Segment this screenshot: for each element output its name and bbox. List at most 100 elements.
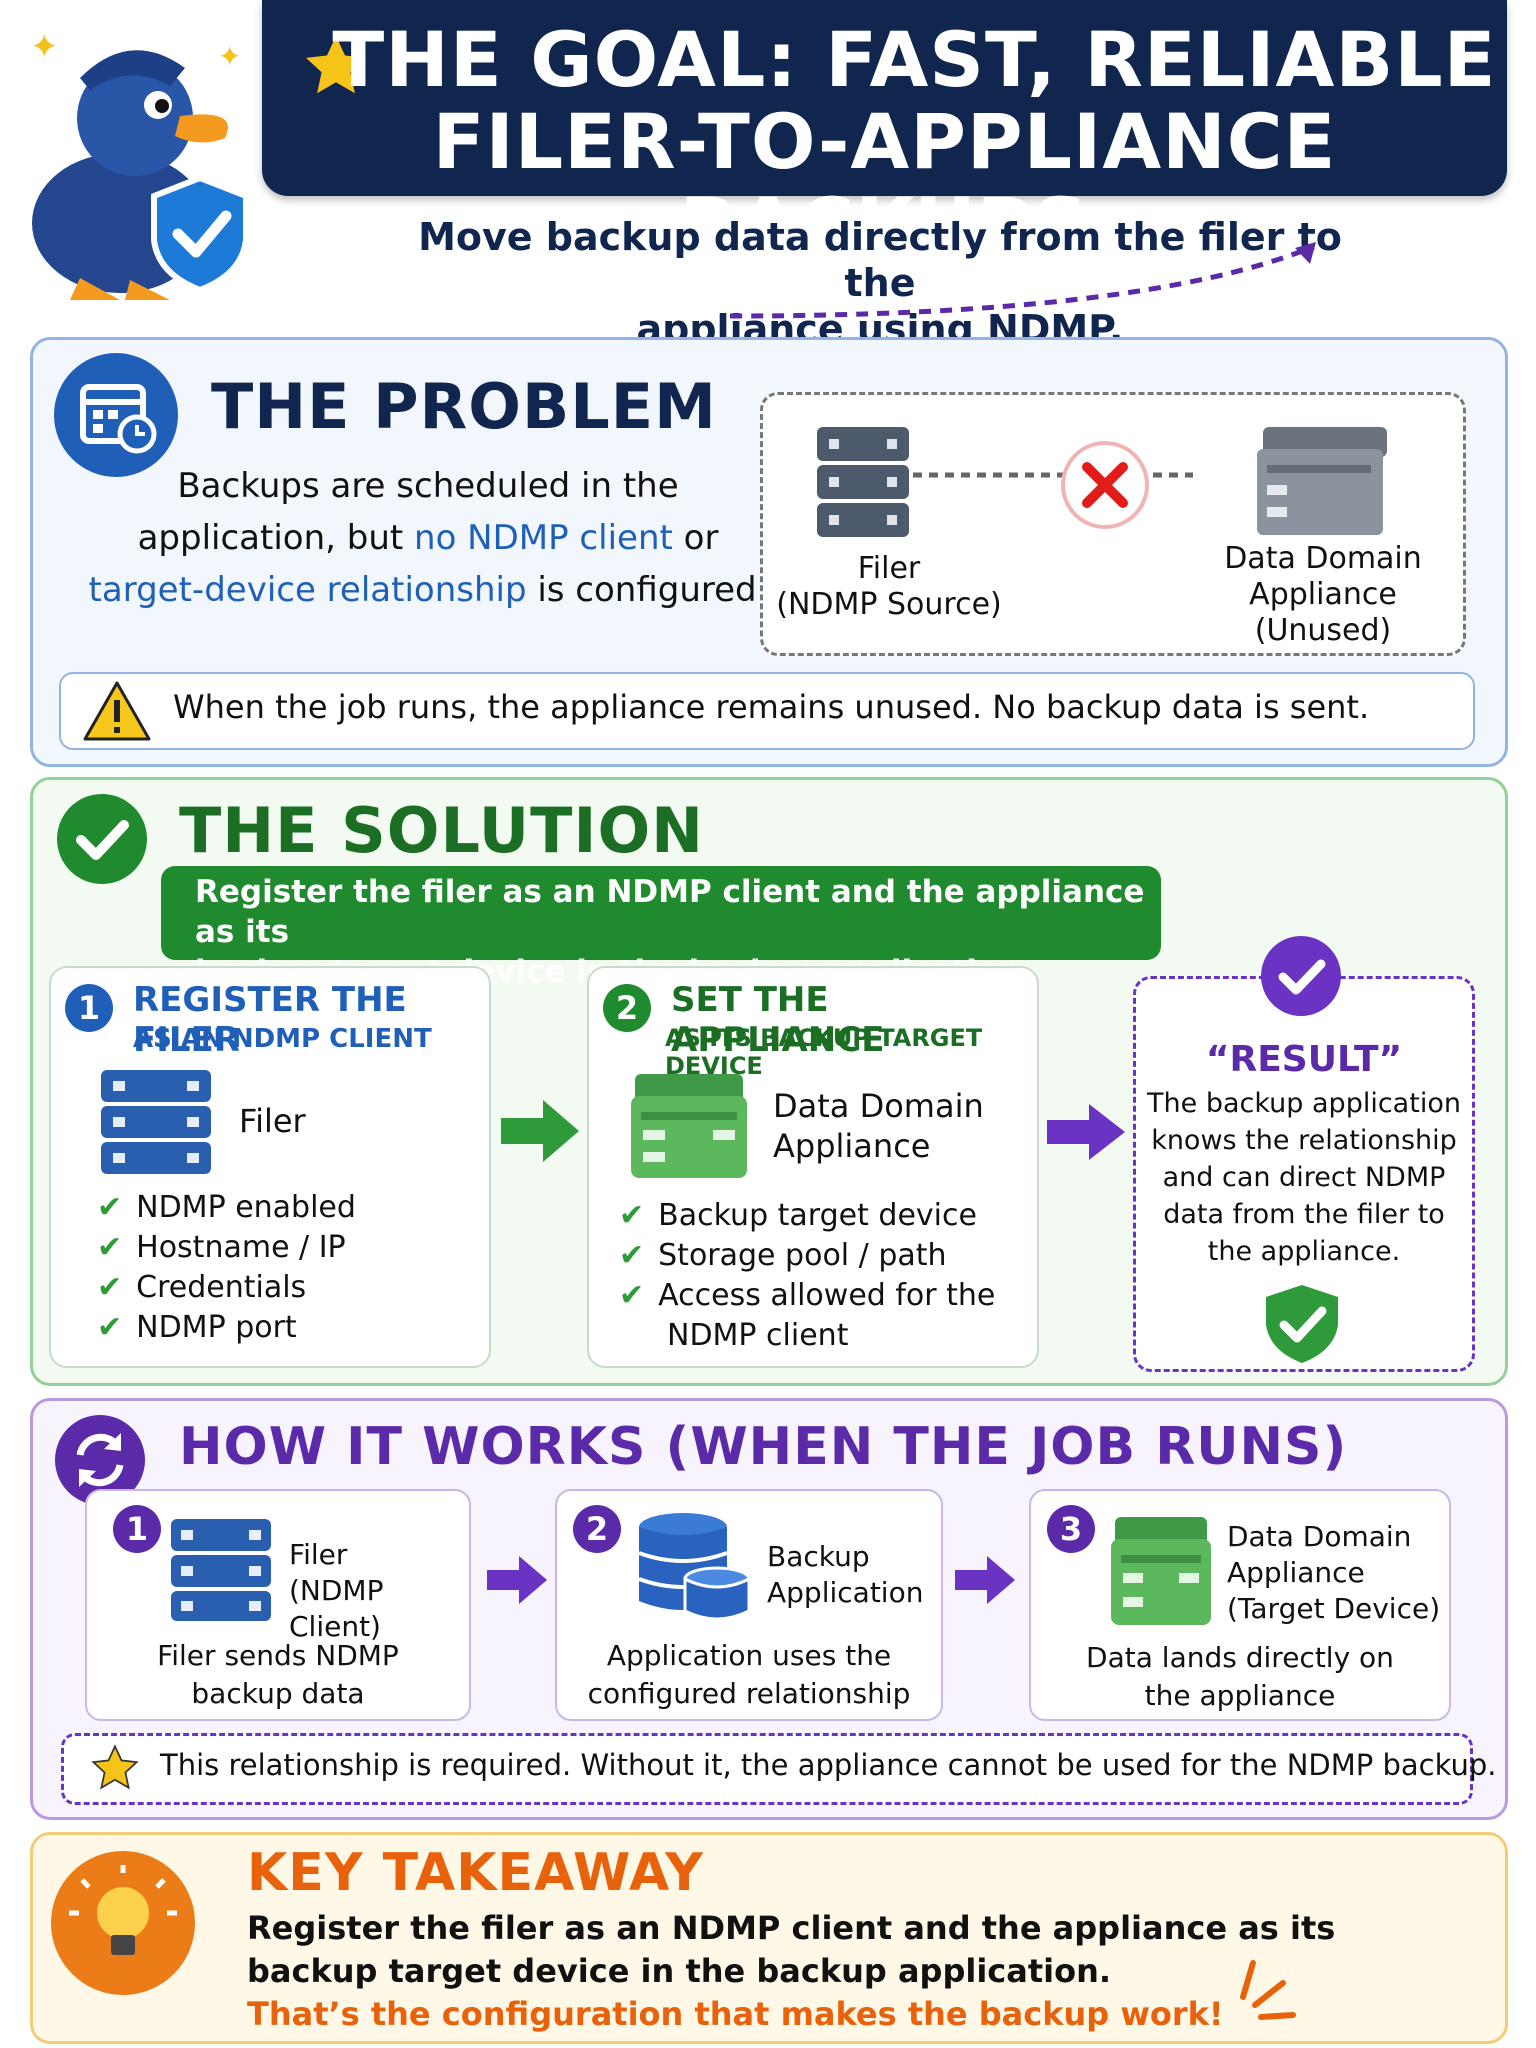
step2-device-line1: Data Domain bbox=[773, 1087, 984, 1125]
how-step3-desc-line1: Data lands directly on bbox=[1086, 1641, 1394, 1674]
problem-text-plain: or bbox=[672, 518, 719, 558]
solution-banner: Register the filer as an NDMP client and… bbox=[161, 866, 1161, 990]
check-item-text: Access allowed for the bbox=[658, 1278, 996, 1313]
requirement-note-text: This relationship is required. Without i… bbox=[160, 1748, 1497, 1782]
requirement-note: This relationship is required. Without i… bbox=[61, 1733, 1497, 1805]
how-step3-label-line2: Appliance bbox=[1227, 1556, 1365, 1589]
check-item: ✔Storage pool / path bbox=[619, 1236, 995, 1276]
warning-bar: When the job runs, the appliance remains… bbox=[59, 672, 1475, 750]
check-icon: ✔ bbox=[97, 1230, 123, 1265]
how-step2-label-line2: Application bbox=[767, 1576, 924, 1609]
title-line2: FILER-TO-APPLIANCE BACKUPS bbox=[432, 97, 1337, 270]
step2-badge: 2 bbox=[603, 984, 651, 1032]
how-step1-label-line2: (NDMP Client) bbox=[289, 1574, 384, 1643]
how-step2-desc: Application uses the configured relation… bbox=[557, 1637, 941, 1713]
check-item: ✔ NDMP port bbox=[97, 1308, 356, 1348]
takeaway-line2: backup target device in the backup appli… bbox=[247, 1952, 1112, 1990]
check-item: ✔Credentials bbox=[97, 1268, 356, 1308]
check-icon: ✔ bbox=[619, 1198, 645, 1233]
x-icon bbox=[1061, 441, 1149, 529]
step1-device: Filer bbox=[239, 1102, 306, 1140]
purple-arrow-icon bbox=[1047, 1104, 1125, 1160]
warning-icon bbox=[83, 681, 151, 741]
check-icon: ✔ bbox=[97, 1310, 123, 1345]
check-item-text: Storage pool / path bbox=[658, 1238, 947, 1273]
how-step3-label-line1: Data Domain bbox=[1227, 1520, 1412, 1553]
check-item: ✔NDMP enabled bbox=[97, 1188, 356, 1228]
duck-mascot-icon: ✦ ✦ bbox=[30, 27, 249, 300]
database-icon bbox=[638, 1513, 751, 1621]
result-title: “RESULT” bbox=[1205, 1039, 1403, 1080]
how-step3-desc: Data lands directly on the appliance bbox=[1031, 1639, 1449, 1715]
no-ndmp-client-highlight: no NDMP client bbox=[414, 518, 673, 558]
takeaway-line3: That’s the configuration that makes the … bbox=[247, 1995, 1224, 2033]
problem-section: THE PROBLEM Backups are scheduled in the… bbox=[30, 337, 1508, 767]
subtitle-line1: Move backup data directly from the filer… bbox=[418, 215, 1342, 305]
takeaway-line1: Register the filer as an NDMP client and… bbox=[247, 1909, 1336, 1947]
star-icon bbox=[306, 36, 366, 94]
step2-title: SET THE APPLIANCE bbox=[671, 980, 885, 1060]
how-step2-label: Backup Application bbox=[767, 1539, 923, 1611]
appliance-label-line1: Data Domain bbox=[1224, 541, 1422, 576]
svg-text:✦: ✦ bbox=[218, 40, 241, 73]
problem-text-line2: application, but no NDMP client or bbox=[83, 512, 773, 564]
how-step3-label: Data Domain Appliance (Target Device) bbox=[1227, 1519, 1440, 1627]
appliance-icon bbox=[631, 1074, 747, 1178]
filer-label-text: Filer bbox=[857, 551, 921, 586]
warning-text: When the job runs, the appliance remains… bbox=[173, 688, 1370, 726]
problem-text-plain: is configured. bbox=[526, 570, 768, 610]
star-icon bbox=[91, 1744, 139, 1790]
step1-title: REGISTER THE FILER bbox=[133, 980, 407, 1060]
result-line: and can direct NDMP bbox=[1162, 1162, 1446, 1193]
how-step3-desc-line2: the appliance bbox=[1144, 1679, 1336, 1712]
check-item-text: NDMP port bbox=[136, 1310, 297, 1345]
filer-server-icon bbox=[101, 1070, 211, 1174]
purple-check-circle-icon bbox=[1261, 936, 1341, 1016]
result-card: “RESULT” The backup application knows th… bbox=[1133, 976, 1475, 1372]
check-item-text: Hostname / IP bbox=[136, 1230, 346, 1265]
check-item: ✔ Hostname / IP bbox=[97, 1228, 356, 1268]
target-device-highlight: target-device relationship bbox=[88, 570, 527, 610]
filer-label: Filer (NDMP Source) bbox=[773, 551, 1005, 623]
how-step2-badge: 2 bbox=[573, 1505, 621, 1553]
step2-device: Data Domain Appliance bbox=[773, 1086, 984, 1166]
filer-server-icon bbox=[817, 427, 909, 537]
lightbulb-icon bbox=[51, 1851, 195, 1995]
filer-sub-text: (NDMP Source) bbox=[776, 587, 1002, 622]
solution-title: THE SOLUTION bbox=[179, 794, 705, 867]
step1-checklist: ✔NDMP enabled ✔ Hostname / IP ✔Credential… bbox=[97, 1188, 356, 1348]
result-text: The backup application knows the relatio… bbox=[1136, 1085, 1472, 1270]
green-arrow-icon bbox=[501, 1100, 579, 1162]
subtitle: Move backup data directly from the filer… bbox=[380, 214, 1380, 352]
spark-icon bbox=[1240, 1960, 1296, 2020]
step2-device-line2: Appliance bbox=[773, 1127, 931, 1165]
appliance-label: Data Domain Appliance (Unused) bbox=[1203, 541, 1443, 649]
check-icon: ✔ bbox=[97, 1270, 123, 1305]
how-step3-card: Data Domain Appliance (Target Device) Da… bbox=[1029, 1489, 1451, 1721]
how-step3-label-line3: (Target Device) bbox=[1227, 1592, 1441, 1625]
takeaway-text: Register the filer as an NDMP client and… bbox=[247, 1907, 1335, 2036]
result-line: The backup application bbox=[1147, 1088, 1461, 1119]
appliance-sub-text: (Unused) bbox=[1254, 613, 1392, 648]
dashed-arrow-icon bbox=[729, 242, 1316, 319]
sync-icon bbox=[55, 1415, 145, 1505]
filer-server-icon bbox=[171, 1519, 271, 1621]
check-icon: ✔ bbox=[97, 1190, 123, 1225]
title-line1: THE GOAL: FAST, RELIABLE bbox=[332, 15, 1497, 104]
how-it-works-section: HOW IT WORKS (WHEN THE JOB RUNS) Filer (… bbox=[30, 1398, 1508, 1820]
how-step1-label: Filer (NDMP Client) bbox=[289, 1537, 469, 1645]
problem-text-line3: target-device relationship is configured… bbox=[83, 564, 773, 616]
takeaway-title: KEY TAKEAWAY bbox=[247, 1843, 704, 1903]
how-step1-desc-line1: Filer sends NDMP bbox=[157, 1639, 399, 1672]
how-step1-label-line1: Filer bbox=[289, 1538, 348, 1571]
check-item-text: Backup target device bbox=[658, 1198, 977, 1233]
svg-text:✦: ✦ bbox=[30, 27, 59, 67]
key-takeaway-section: KEY TAKEAWAY Register the filer as an ND… bbox=[30, 1832, 1508, 2044]
green-shield-check-icon bbox=[1266, 1285, 1338, 1363]
problem-text: Backups are scheduled in the application… bbox=[83, 460, 773, 616]
check-icon: ✔ bbox=[619, 1278, 645, 1313]
step1-card: 1 REGISTER THE FILER AS AN NDMP CLIENT F… bbox=[49, 966, 491, 1368]
how-step1-desc-line2: backup data bbox=[191, 1677, 365, 1710]
problem-text-line1: Backups are scheduled in the bbox=[177, 466, 679, 506]
appliance-label-line2: Appliance bbox=[1249, 577, 1397, 612]
